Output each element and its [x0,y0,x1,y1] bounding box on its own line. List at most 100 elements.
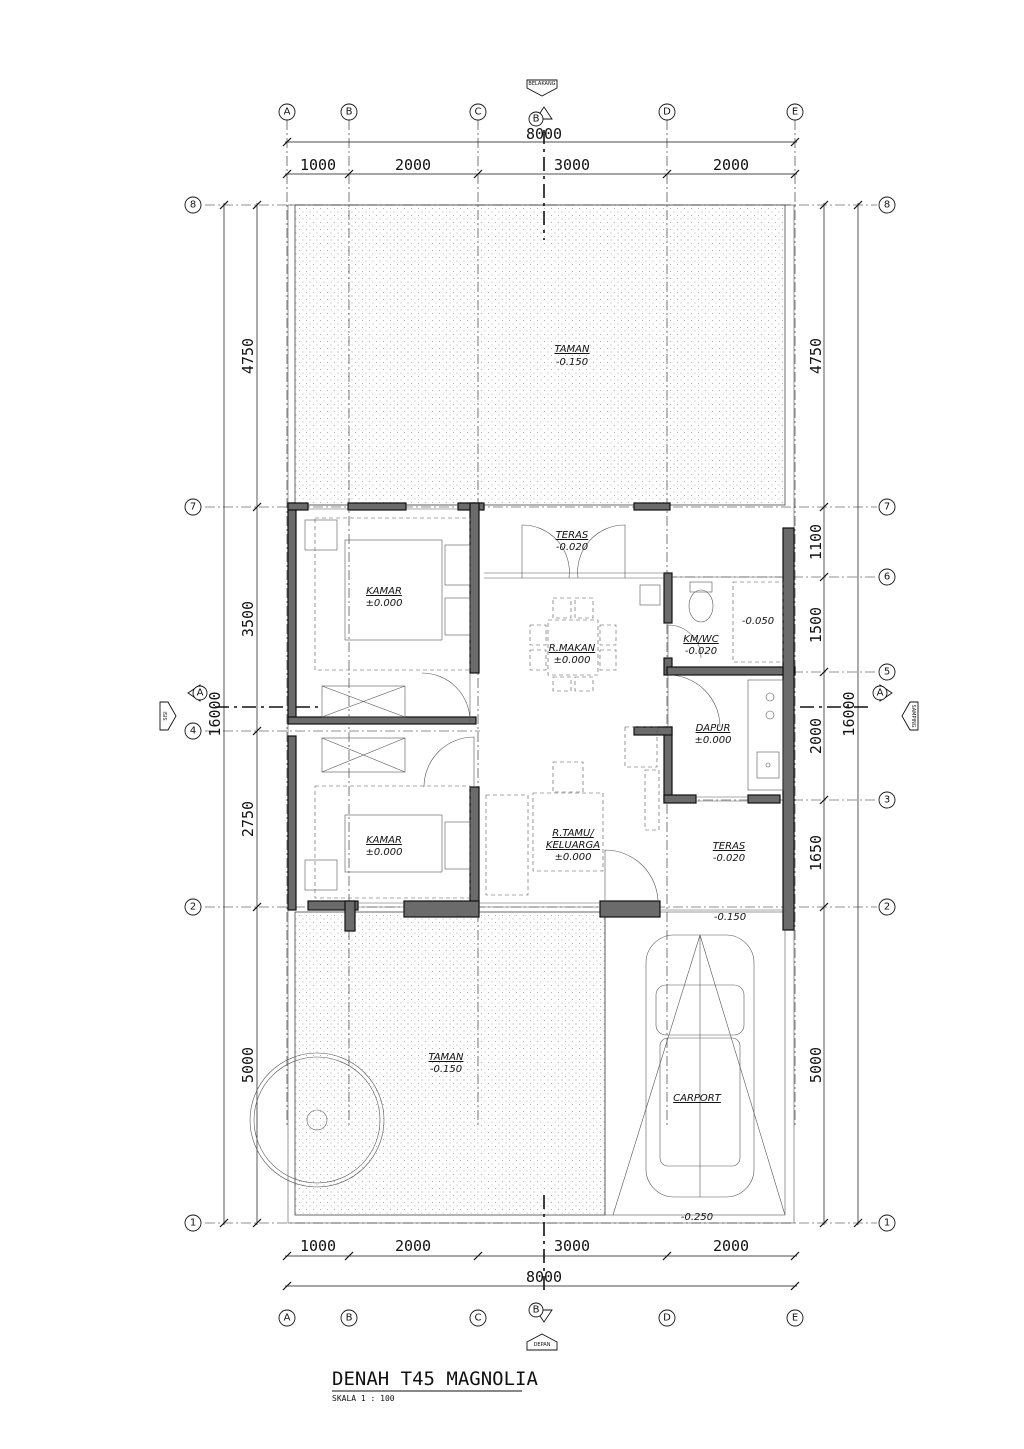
total-width-top: 8000 [526,125,562,143]
level-km-wc: -0.020 [685,646,717,657]
label-teras-front: TERAS [713,841,746,852]
label-r-tamu-1: R.TAMU/ [552,828,595,839]
wardrobe-top [321,685,406,718]
svg-text:3: 3 [884,795,890,806]
column-bubbles-top: A B C D E [278,103,804,121]
bed-top [304,517,471,671]
row-bubbles-right: 8 7 6 5 3 2 1 [878,196,896,1232]
drawing-scale: SKALA 1 : 100 [332,1394,395,1403]
dim-right-4: 2000 [807,718,825,754]
svg-text:E: E [792,1313,798,1324]
label-r-makan: R.MAKAN [549,643,596,654]
svg-text:A: A [284,107,291,118]
total-length-left: 16000 [206,691,224,736]
dim-right-6: 5000 [807,1047,825,1083]
label-carport: CARPORT [673,1093,722,1104]
dim-top-4: 2000 [713,156,749,174]
drawing-title: DENAH T45 MAGNOLIA [332,1368,538,1390]
svg-text:SISI: SISI [163,711,169,720]
label-dapur: DAPUR [696,723,731,734]
toilet [639,581,784,663]
arrow-belakang: BELAKANG [526,79,558,97]
dim-left-3: 2750 [239,801,257,837]
dining-table [529,597,617,692]
dim-bottom-2: 2000 [395,1237,431,1255]
row-bubbles-left: 8 7 4 2 1 [184,196,202,1232]
section-marker-left: A [187,684,208,702]
total-width-bottom: 8000 [526,1268,562,1286]
svg-text:1: 1 [884,1218,890,1229]
svg-text:B: B [533,1305,540,1316]
svg-text:2: 2 [884,902,890,913]
label-taman-front: TAMAN [429,1052,465,1063]
dim-bottom-1: 1000 [300,1237,336,1255]
tree [249,1052,385,1188]
arrow-depan: DEPAN [526,1333,558,1351]
level-teras-front-edge: -0.150 [714,912,746,923]
svg-text:D: D [663,107,671,118]
left-dimensions [219,200,262,1228]
top-dimensions [282,137,800,179]
level-carport: -0.250 [681,1212,713,1223]
label-r-tamu-2: KELUARGA [546,840,600,851]
kitchen-counter [747,679,784,791]
carport-slab [604,911,786,1216]
dim-left-1: 4750 [239,338,257,374]
dim-bottom-3: 3000 [554,1237,590,1255]
dim-right-1: 4750 [807,338,825,374]
label-kamar-top: KAMAR [366,586,402,597]
svg-text:4: 4 [190,726,196,737]
svg-text:E: E [792,107,798,118]
arrow-samping: SAMPING [901,701,919,731]
label-teras-back: TERAS [556,530,589,541]
svg-text:DEPAN: DEPAN [534,1342,551,1348]
wardrobe-bottom [321,737,406,773]
front-garden [294,911,606,1216]
svg-text:5: 5 [884,667,890,678]
svg-text:7: 7 [190,502,196,513]
bottom-dimensions [282,1251,800,1291]
label-km-wc: KM/WC [683,634,718,645]
svg-text:A: A [284,1313,291,1324]
level-kamar-top: ±0.000 [365,598,402,609]
svg-text:C: C [475,107,482,118]
living-furniture [485,726,660,896]
level-taman-back: -0.150 [556,357,588,368]
level-taman-front: -0.150 [430,1064,462,1075]
right-dimensions [819,200,863,1228]
dim-right-2: 1100 [807,524,825,560]
level-kamar-bottom: ±0.000 [365,847,402,858]
car [612,934,786,1216]
dim-top-2: 2000 [395,156,431,174]
svg-text:A: A [197,688,204,699]
grid-columns [286,120,796,1125]
svg-text:SAMPING: SAMPING [910,704,916,727]
dim-right-3: 1500 [807,607,825,643]
dim-left-4: 5000 [239,1047,257,1083]
total-length-right: 16000 [840,691,858,736]
svg-text:8: 8 [190,200,196,211]
level-dapur: ±0.000 [694,735,731,746]
dim-top-3: 3000 [554,156,590,174]
arrow-sisi: SISI [159,701,177,731]
svg-text:BELAKANG: BELAKANG [528,81,555,87]
level-wc: -0.050 [742,616,774,627]
svg-text:8: 8 [884,200,890,211]
svg-text:A: A [877,688,884,699]
column-bubbles-bottom: A B C D E [278,1309,804,1327]
label-kamar-bottom: KAMAR [366,835,402,846]
dim-right-5: 1650 [807,835,825,871]
level-r-tamu: ±0.000 [554,852,591,863]
svg-text:C: C [475,1313,482,1324]
level-r-makan: ±0.000 [553,655,590,666]
section-marker-top: B [528,106,553,127]
svg-text:1: 1 [190,1218,196,1229]
doors [421,524,721,904]
svg-text:B: B [346,1313,353,1324]
svg-text:B: B [346,107,353,118]
label-taman-back: TAMAN [555,344,591,355]
level-teras-back: -0.020 [556,542,588,553]
dim-bottom-4: 2000 [713,1237,749,1255]
dim-top-1: 1000 [300,156,336,174]
